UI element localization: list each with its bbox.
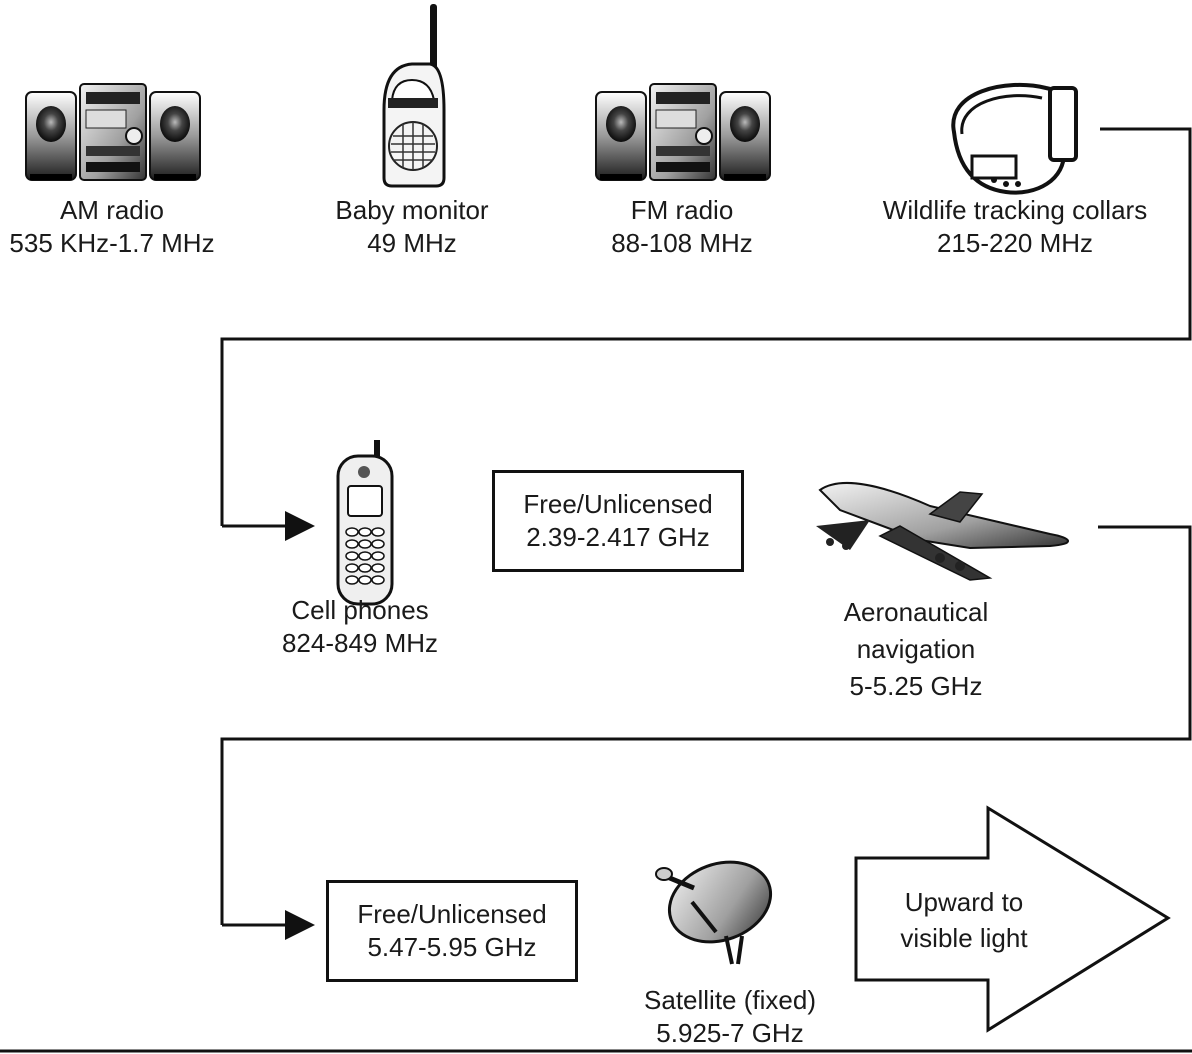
stereo-icon [25,83,201,181]
device-range: 5.925-7 GHz [656,1018,804,1048]
stereo-icon [595,83,771,181]
device-name-line2: navigation [856,634,976,664]
upward-arrow-label: Upward to visible light [866,884,1062,956]
device-name: Satellite (fixed) [644,985,816,1015]
baby-monitor-icon [382,4,446,188]
cell-phones-caption: Cell phones 824-849 MHz [250,594,470,660]
device-range: 215-220 MHz [936,228,1094,258]
device-name: Baby monitor [335,195,489,225]
device-range: 824-849 MHz [281,628,439,658]
fm-radio-caption: FM radio 88-108 MHz [572,194,792,260]
arrow-label-line1: Upward to [904,887,1024,917]
device-name: FM radio [630,195,734,225]
band-label: Free/Unlicensed [357,899,547,929]
arrow-label-line2: visible light [900,923,1028,953]
cell-phone-icon [336,440,394,606]
band-range: 5.47-5.95 GHz [367,932,537,962]
unlicensed-band-box: Free/Unlicensed 2.39-2.417 GHz [492,470,744,572]
device-name: Wildlife tracking collars [882,195,1148,225]
aeronautical-caption: Aeronautical navigation 5-5.25 GHz [806,594,1026,705]
collar-icon [951,83,1078,195]
unlicensed-band-box: Free/Unlicensed 5.47-5.95 GHz [326,880,578,982]
device-name: Cell phones [291,595,429,625]
upward-arrow [854,805,1171,1033]
band-range: 2.39-2.417 GHz [526,522,710,552]
baby-monitor-caption: Baby monitor 49 MHz [302,194,522,260]
device-range: 49 MHz [367,228,457,258]
airplane-icon [816,482,1069,581]
flow-connector-1 [220,127,1192,541]
band-label: Free/Unlicensed [523,489,713,519]
device-range: 535 KHz-1.7 MHz [9,228,215,258]
am-radio-caption: AM radio 535 KHz-1.7 MHz [0,194,244,260]
wildlife-collars-caption: Wildlife tracking collars 215-220 MHz [850,194,1180,260]
device-name-line1: Aeronautical [843,597,989,627]
device-name: AM radio [59,195,165,225]
device-range: 88-108 MHz [611,228,753,258]
flow-connector-2 [220,525,1192,940]
satellite-caption: Satellite (fixed) 5.925-7 GHz [610,984,850,1050]
satellite-dish-icon [655,860,773,965]
device-range: 5-5.25 GHz [849,671,983,701]
